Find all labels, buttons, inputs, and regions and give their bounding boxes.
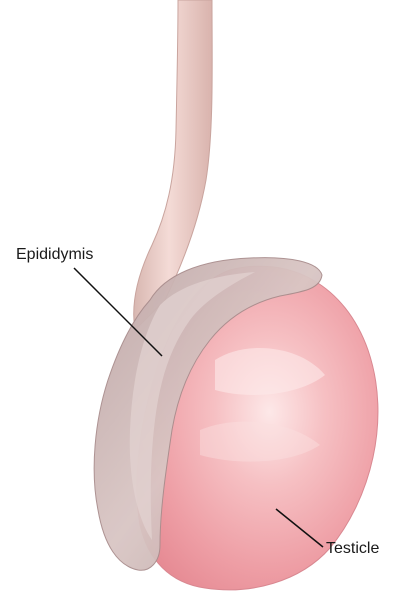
testicle-label: Testicle bbox=[326, 540, 379, 558]
epididymis-label: Epididymis bbox=[16, 246, 93, 264]
